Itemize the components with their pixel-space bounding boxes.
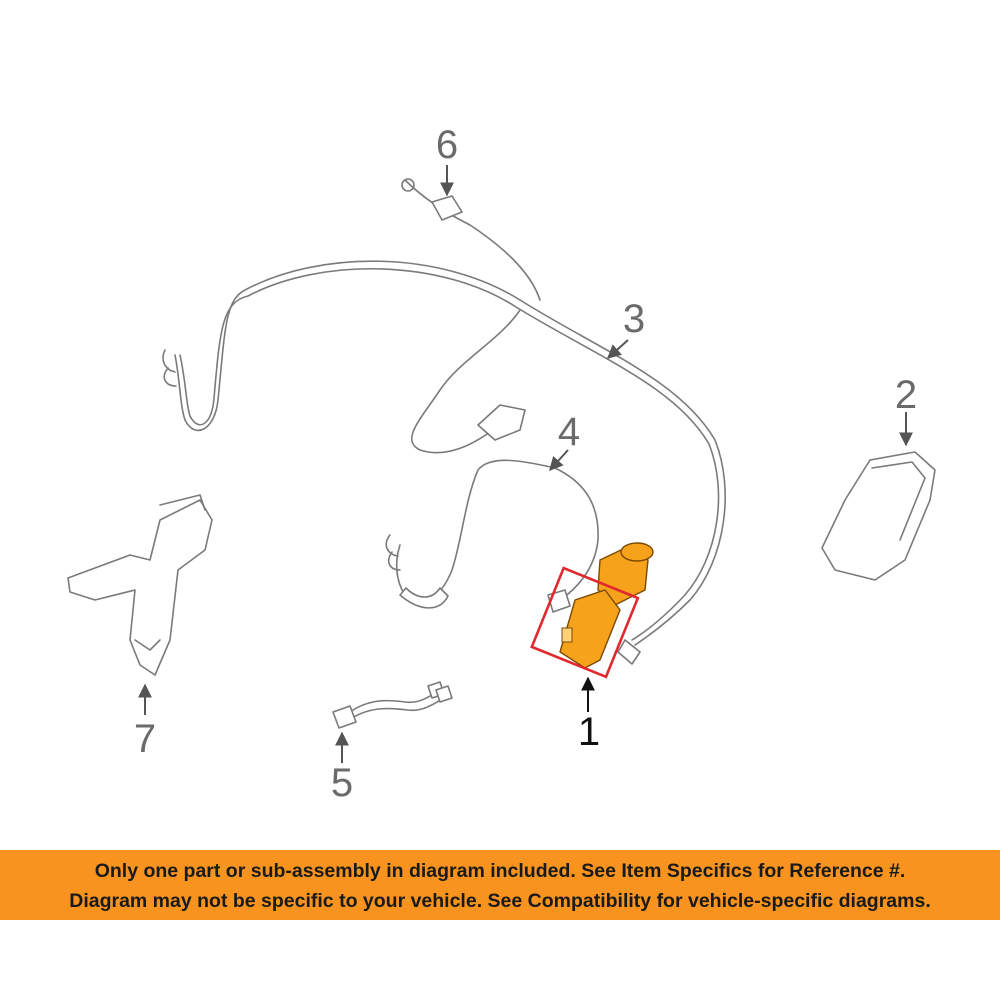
part-5-harness [332,681,453,729]
callout-arrow-4 [549,449,569,472]
callout-4: 4 [558,410,580,454]
disclaimer-banner: Only one part or sub-assembly in diagram… [0,850,1000,920]
callout-arrow-3 [606,339,629,359]
parts-diagram: 6 3 4 2 1 7 5 [67,123,936,805]
part-7-bracket [67,494,213,676]
disclaimer-line-1: Only one part or sub-assembly in diagram… [94,860,906,882]
callout-6: 6 [436,123,458,167]
callout-2: 2 [895,373,917,417]
part-6-sensor-wire [401,178,541,301]
part-2-cover [821,451,936,581]
callout-3: 3 [623,297,645,341]
part-3-wire-harness [162,260,726,665]
part-1-switch-highlighted [530,542,654,679]
callout-7: 7 [134,717,156,761]
disclaimer-line-2: Diagram may not be specific to your vehi… [69,890,931,912]
callout-5: 5 [331,761,353,805]
part-4-wire [385,459,599,613]
callout-1: 1 [578,710,600,754]
